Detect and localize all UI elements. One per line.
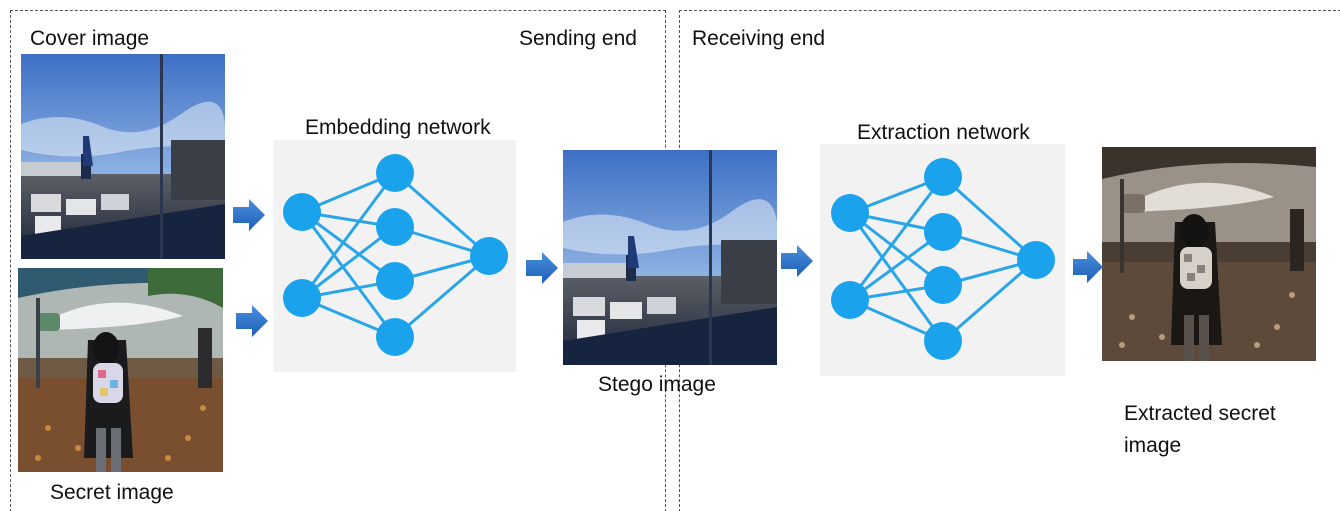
secret-image (18, 268, 223, 472)
embedding-network-graph (300, 171, 490, 339)
extraction-network-label: Extraction network (857, 121, 1030, 144)
arrow-right-icon (233, 199, 265, 231)
extracted-secret-label-line1: Extracted secret (1124, 402, 1276, 425)
extracted-secret-image (1102, 147, 1316, 361)
cover-image-label: Cover image (30, 27, 150, 50)
secret-image-label: Secret image (50, 481, 174, 504)
embedding-network-label: Embedding network (305, 116, 491, 139)
hidden-node (924, 322, 962, 360)
extracted-secret-label-line2: image (1124, 434, 1182, 457)
arrow-right-icon (526, 252, 558, 284)
input-node (831, 281, 869, 319)
hidden-node (924, 158, 962, 196)
output-node (470, 237, 508, 275)
arrow-right-icon (236, 305, 268, 337)
arrow-right-icon (781, 245, 813, 277)
input-node (283, 279, 321, 317)
hidden-node (376, 318, 414, 356)
input-node (283, 193, 321, 231)
arrow-right-icon (1073, 251, 1103, 283)
hidden-node (376, 154, 414, 192)
stego-image-label: Stego image (598, 373, 716, 396)
stego-image (563, 150, 777, 365)
input-node (831, 194, 869, 232)
hidden-node (376, 262, 414, 300)
receiving-end-title: Receiving end (692, 27, 826, 50)
hidden-node (376, 208, 414, 246)
extraction-network-graph (848, 175, 1037, 343)
hidden-node (924, 213, 962, 251)
hidden-node (924, 266, 962, 304)
cover-image (21, 54, 225, 259)
output-node (1017, 241, 1055, 279)
sending-end-title: Sending end (519, 27, 637, 50)
